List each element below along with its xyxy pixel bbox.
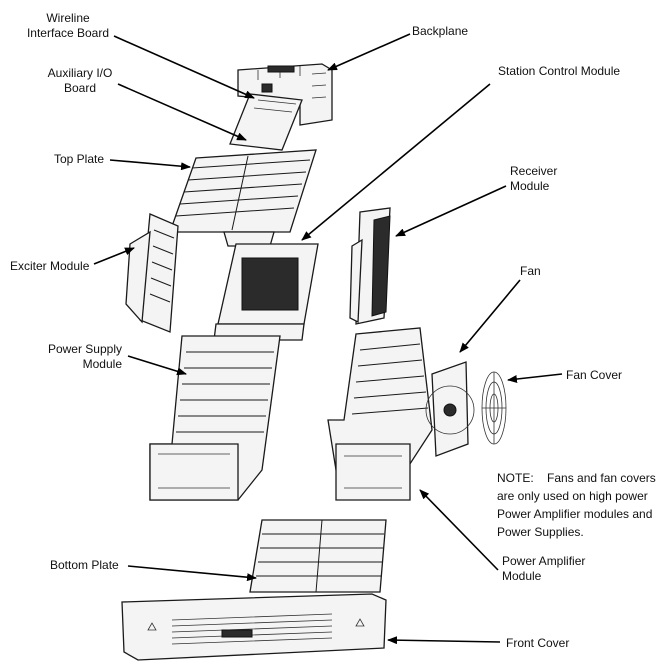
label-station-control-module: Station Control Module	[498, 64, 621, 78]
label-auxiliary-io-board: Auxiliary I/O Board	[47, 66, 113, 95]
arrow-top-plate	[109, 159, 191, 171]
label-top-plate: Top Plate	[54, 152, 105, 166]
arrow-aux-io	[117, 83, 247, 141]
fan-part	[425, 361, 475, 457]
label-bottom-plate: Bottom Plate	[50, 558, 119, 572]
front-cover-part	[121, 593, 387, 661]
arrow-bottom-plate	[127, 565, 257, 582]
top-plate-part	[169, 149, 317, 247]
label-power-amplifier-module: Power Amplifier Module	[502, 554, 586, 583]
label-exciter-module: Exciter Module	[10, 259, 90, 273]
note-body: Fans and fan covers are only used on hig…	[497, 471, 656, 539]
station-control-module-part	[213, 243, 319, 341]
label-backplane: Backplane	[412, 24, 469, 38]
arrow-station-control	[301, 83, 491, 241]
note-text: NOTE: Fans and fan covers are only used …	[497, 469, 667, 541]
arrow-wireline	[113, 35, 255, 99]
arrow-power-amplifier	[419, 489, 499, 571]
bottom-plate-part	[249, 519, 387, 593]
receiver-module-part	[349, 207, 391, 325]
label-front-cover: Front Cover	[506, 636, 570, 650]
label-receiver-module: Receiver Module	[510, 164, 558, 193]
fan-cover-part	[481, 371, 507, 445]
arrow-fan	[459, 279, 521, 353]
label-fan-cover: Fan Cover	[566, 368, 623, 382]
note-prefix: NOTE:	[497, 471, 534, 485]
auxiliary-io-board-part	[229, 83, 303, 151]
arrow-front-cover	[387, 636, 501, 645]
arrow-backplane	[327, 33, 411, 71]
arrow-exciter	[93, 247, 135, 265]
exciter-module-part	[125, 213, 179, 333]
arrow-receiver	[395, 185, 507, 237]
power-amplifier-module-part	[327, 327, 433, 501]
leader-lines	[93, 33, 563, 645]
label-fan: Fan	[520, 264, 541, 278]
arrow-fan-cover	[507, 373, 563, 383]
label-power-supply-module: Power Supply Module	[47, 342, 122, 371]
arrow-power-supply	[127, 355, 187, 376]
power-supply-module-part	[149, 335, 281, 501]
label-wireline-interface-board: Wireline Interface Board	[26, 11, 110, 40]
